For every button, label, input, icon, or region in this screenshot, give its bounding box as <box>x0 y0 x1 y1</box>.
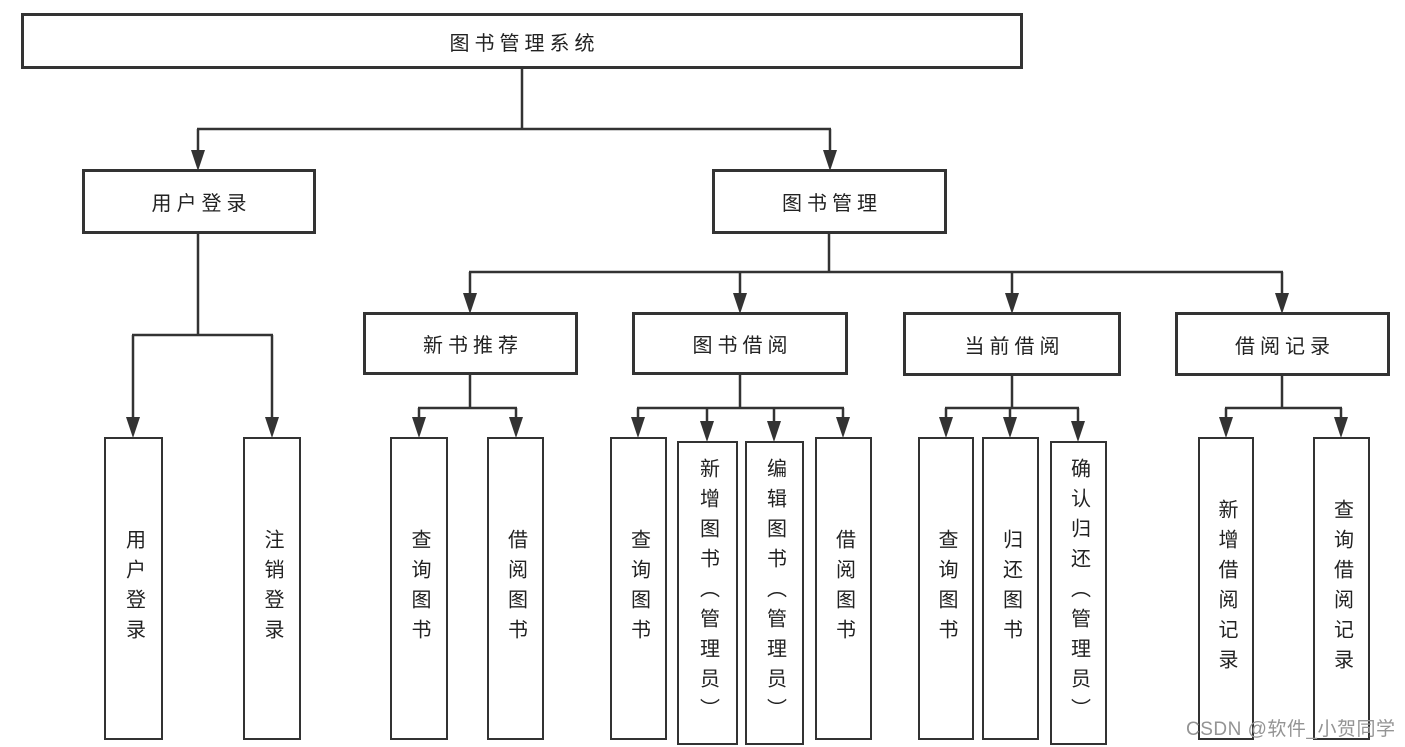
connector-bookborrow-children <box>636 375 845 428</box>
node-record-add-record: 新增借阅记录 <box>1198 437 1254 740</box>
node-borrow-query-book: 查询图书 <box>610 437 667 740</box>
node-book-management: 图书管理 <box>712 169 947 234</box>
node-label: 查询图书 <box>408 528 430 649</box>
node-label: 借阅图书 <box>504 528 527 649</box>
node-current-borrow: 当前借阅 <box>903 312 1121 376</box>
node-label: 新增借阅记录 <box>1215 498 1237 679</box>
node-label: 借阅图书 <box>832 528 855 649</box>
node-new-book-recommend: 新书推荐 <box>363 312 578 375</box>
node-user-login: 用户登录 <box>82 169 316 234</box>
arrowhead-user-login <box>191 150 205 171</box>
arrowhead-user-login-action <box>126 417 140 438</box>
node-label: 图书借阅 <box>692 335 793 357</box>
node-logout-action: 注销登录 <box>243 437 301 740</box>
node-label: 查询图书 <box>935 528 957 649</box>
arrowhead-new-book-recommend <box>463 293 477 314</box>
node-user-login-action: 用户登录 <box>104 437 163 740</box>
arrowhead-borrow-borrow <box>836 417 850 438</box>
csdn-watermark: CSDN @软件_小贺同学 <box>1186 719 1396 740</box>
node-label: 图书管理 <box>782 193 882 215</box>
arrowhead-record-query <box>1334 417 1348 438</box>
connector-bookmgmt-level3 <box>468 234 1284 300</box>
connector-currentborrow-children <box>944 375 1080 428</box>
node-label: 用户登录 <box>151 193 252 215</box>
node-label: 当前借阅 <box>964 335 1065 358</box>
node-library-system: 图书管理系统 <box>21 13 1023 69</box>
node-label: 确认归还（管理员） <box>1067 458 1090 728</box>
node-label: 查询借阅记录 <box>1330 498 1353 679</box>
node-label: 编辑图书（管理员） <box>763 458 786 728</box>
node-label: 用户登录 <box>122 528 145 649</box>
arrowhead-current-return <box>1003 417 1017 438</box>
arrowhead-newbook-borrow <box>509 417 523 438</box>
connector-newbook-children <box>417 375 518 424</box>
node-current-query-book: 查询图书 <box>918 437 974 740</box>
node-label: 查询图书 <box>627 528 650 649</box>
node-current-return-book: 归还图书 <box>982 437 1039 740</box>
node-record-query-record: 查询借阅记录 <box>1313 437 1370 740</box>
arrowhead-record-add <box>1219 417 1233 438</box>
node-label: 借阅记录 <box>1235 335 1335 358</box>
node-newbook-borrow-book: 借阅图书 <box>487 437 544 740</box>
node-borrow-record: 借阅记录 <box>1175 312 1390 376</box>
arrowhead-current-confirm <box>1071 421 1085 442</box>
node-current-confirm-return-admin: 确认归还（管理员） <box>1050 441 1107 745</box>
node-label: 注销登录 <box>261 528 283 649</box>
connector-root-level2 <box>196 68 832 156</box>
arrowhead-logout-action <box>265 417 279 438</box>
arrowhead-book-management <box>823 150 837 171</box>
arrowhead-borrow-add <box>700 421 714 442</box>
node-borrow-borrow-book: 借阅图书 <box>815 437 872 740</box>
node-label: 归还图书 <box>999 528 1022 649</box>
arrowhead-borrow-edit <box>767 421 781 442</box>
node-borrow-edit-book-admin: 编辑图书（管理员） <box>745 441 804 745</box>
connector-userlogin-children <box>131 234 274 424</box>
node-newbook-query-book: 查询图书 <box>390 437 448 740</box>
arrowhead-book-borrow <box>733 293 747 314</box>
arrowhead-borrow-query <box>631 417 645 438</box>
arrowhead-borrow-record <box>1275 293 1289 314</box>
node-borrow-add-book-admin: 新增图书（管理员） <box>677 441 738 745</box>
node-label: 新增图书（管理员） <box>696 458 719 728</box>
node-label: 新书推荐 <box>423 335 523 357</box>
node-book-borrow: 图书借阅 <box>632 312 848 375</box>
node-label: 图书管理系统 <box>449 32 600 55</box>
arrowhead-newbook-query <box>412 417 426 438</box>
arrowhead-current-query <box>939 417 953 438</box>
connector-borrowrecord-children <box>1224 375 1343 424</box>
arrowhead-current-borrow <box>1005 293 1019 314</box>
